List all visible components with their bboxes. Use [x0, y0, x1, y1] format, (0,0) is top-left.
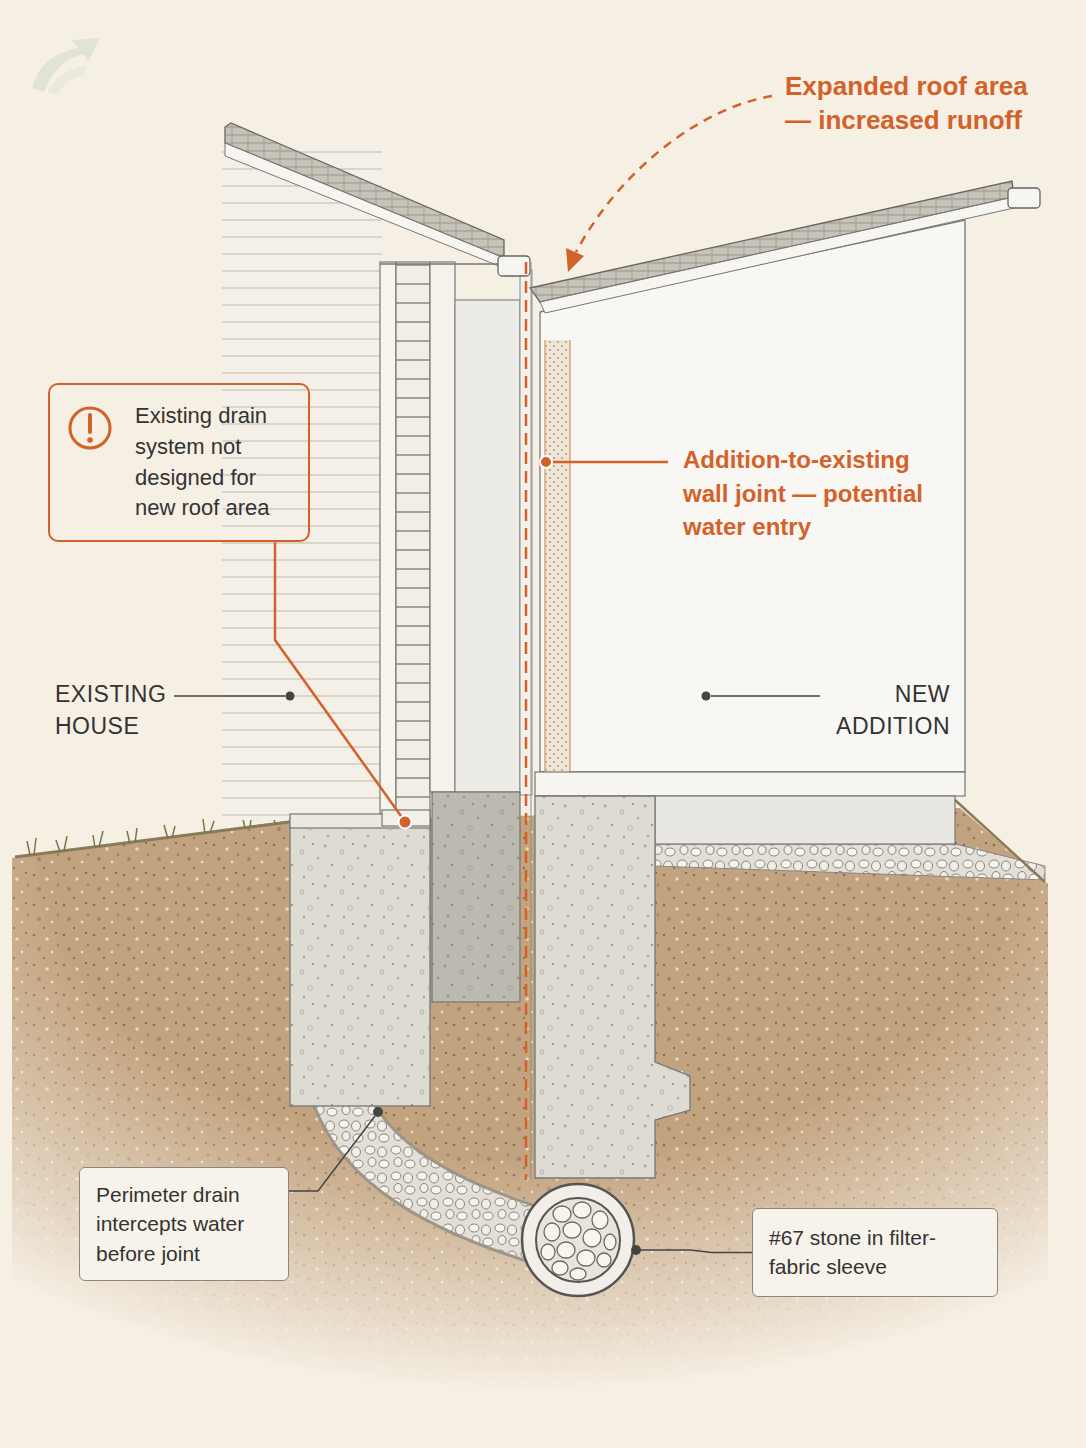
drain-pipe — [552, 1261, 568, 1275]
watermark-logo — [32, 38, 100, 94]
slab — [955, 800, 1045, 882]
drain-pipe — [557, 1242, 575, 1258]
joint-line — [531, 262, 532, 1180]
warning-icon — [88, 415, 92, 432]
foundations — [290, 818, 430, 1106]
watermark-logo — [48, 66, 86, 94]
drain-pipe — [592, 1211, 608, 1229]
addition-wall — [569, 340, 571, 772]
drain-pipe — [544, 1223, 560, 1241]
foundations — [535, 796, 690, 1178]
addition-wall — [545, 340, 570, 772]
foundations — [290, 814, 430, 828]
plain-leaders — [540, 456, 552, 468]
existing-roof — [225, 123, 504, 258]
drain-pipe — [573, 1202, 591, 1218]
drain-pipe — [522, 1184, 634, 1296]
addition-roof — [540, 197, 1014, 313]
foundations — [290, 792, 690, 1178]
note-box: #67 stone in filter-fabric sleeve — [752, 1208, 998, 1297]
soil — [12, 808, 1048, 1440]
slab — [655, 796, 1045, 882]
drain-pipe — [570, 1268, 586, 1280]
drain-pipe — [583, 1229, 601, 1247]
joint-line — [526, 262, 531, 1180]
addition-roof — [530, 181, 1014, 302]
warning-icon — [70, 408, 110, 448]
slab — [655, 844, 1045, 880]
runoff-arrow — [576, 96, 772, 252]
drain-pipe — [563, 1222, 581, 1238]
plain-leaders — [711, 695, 820, 697]
part-name: NEW ADDITION — [800, 678, 950, 742]
part-name: EXISTING HOUSE — [55, 678, 195, 742]
plain-leaders — [174, 695, 285, 697]
box-text: Existing drain system not designed for n… — [135, 401, 294, 524]
drain-pipe — [536, 1198, 620, 1282]
existing-roof — [225, 143, 504, 268]
slab — [655, 796, 955, 844]
addition-wall — [535, 772, 965, 796]
callout-heading: Expanded roof area — increased runoff — [785, 70, 1047, 138]
foundations — [432, 792, 520, 1002]
drain-pipe — [541, 1244, 555, 1260]
addition-wall — [540, 220, 965, 772]
drain-pipe — [553, 1206, 571, 1222]
existing-house-wall — [455, 300, 520, 792]
runoff-arrow — [566, 248, 584, 272]
existing-house-wall — [430, 262, 455, 792]
addition-wall — [535, 220, 965, 796]
plain-leaders — [174, 456, 820, 1255]
grass — [15, 822, 290, 857]
warning-callout: Existing drain system not designed for n… — [48, 383, 310, 542]
runoff-arrow — [566, 96, 772, 272]
note-box: Perimeter drain intercepts water before … — [79, 1167, 289, 1281]
warning-icon — [87, 437, 93, 443]
existing-house-wall — [396, 262, 430, 814]
addition-roof — [530, 181, 1040, 313]
leader-line — [289, 1116, 375, 1191]
plain-leaders — [373, 1107, 383, 1117]
callout-note: Addition-to-existing wall joint — potent… — [683, 443, 955, 544]
drain-pipe — [522, 1184, 634, 1296]
foundations — [432, 792, 520, 1002]
box-text: Perimeter drain intercepts water before … — [96, 1180, 272, 1268]
drain-pipe — [541, 1202, 616, 1280]
existing-house-wall — [380, 262, 396, 814]
plain-leaders — [702, 692, 711, 701]
plain-leaders — [550, 461, 668, 464]
drain-pipe — [604, 1234, 616, 1250]
plain-leaders — [631, 1245, 641, 1255]
leader-line — [275, 542, 401, 816]
watermark-logo — [32, 38, 100, 92]
existing-roof — [380, 263, 504, 265]
box-text: #67 stone in filter-fabric sleeve — [769, 1223, 981, 1282]
plain-leaders — [399, 816, 412, 829]
drain-pipe — [597, 1253, 611, 1267]
plain-leaders — [286, 692, 295, 701]
existing-roof — [225, 123, 530, 276]
leader-line — [640, 1250, 752, 1252]
soil — [12, 808, 1048, 1440]
addition-roof — [1008, 188, 1040, 208]
joint-line — [525, 262, 528, 1180]
warning-icon — [70, 408, 110, 448]
drain-pipe — [577, 1250, 595, 1266]
addition-wall — [544, 340, 546, 772]
